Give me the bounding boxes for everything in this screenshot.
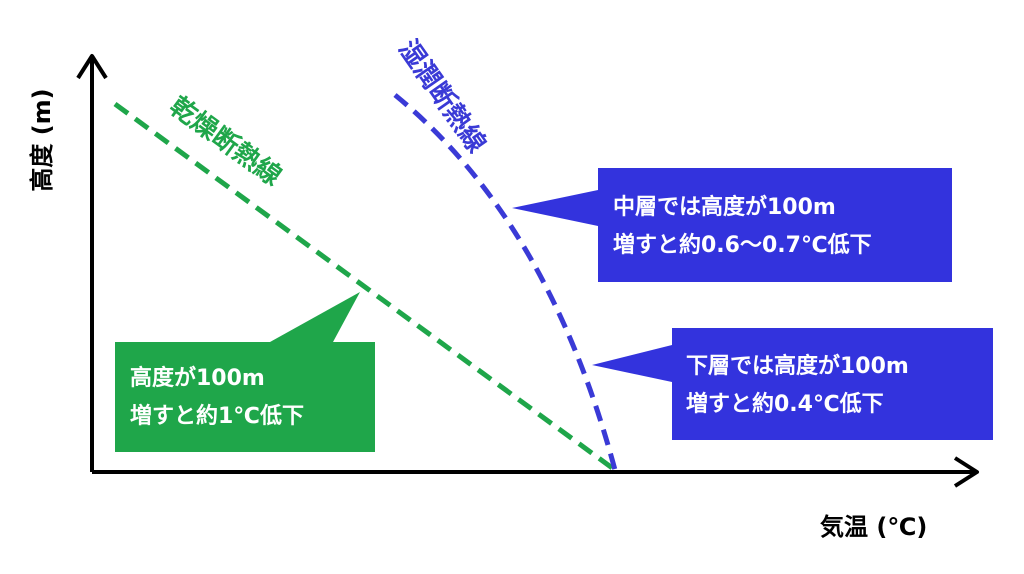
callout-moist-middle-line1: 中層では高度が100m — [613, 194, 836, 220]
callout-dry-line2: 増すと約1℃低下 — [130, 403, 304, 429]
callout-moist-lower-line1: 下層では高度が100m — [686, 353, 909, 379]
callout-dry-line1: 高度が100m — [130, 365, 265, 391]
x-axis-arrow-icon — [953, 456, 979, 488]
callout-moist-middle-pointer — [512, 190, 598, 226]
callout-moist-lower-box — [672, 328, 993, 440]
callout-moist-middle-line2: 増すと約0.6～0.7℃低下 — [613, 232, 872, 258]
callout-moist-lower: 下層では高度が100m 増すと約0.4℃低下 — [592, 328, 993, 440]
callout-moist-middle: 中層では高度が100m 増すと約0.6～0.7℃低下 — [512, 168, 952, 282]
callout-moist-lower-pointer — [592, 345, 672, 382]
y-axis-label: 高度 (m) — [28, 88, 56, 191]
callout-dry: 高度が100m 増すと約1℃低下 — [115, 292, 375, 452]
callout-moist-middle-box — [598, 168, 952, 282]
moist-adiabat-curve — [393, 93, 618, 471]
callout-moist-lower-line2: 増すと約0.4℃低下 — [686, 391, 884, 417]
axes — [76, 54, 979, 488]
callout-dry-box — [115, 342, 375, 452]
x-axis-label: 気温 (℃) — [820, 513, 927, 541]
y-axis-arrow-icon — [76, 54, 108, 80]
dry-adiabat-label: 乾燥断熱線 — [164, 91, 287, 193]
dry-adiabat-line — [113, 101, 617, 473]
callout-dry-pointer — [270, 292, 360, 342]
